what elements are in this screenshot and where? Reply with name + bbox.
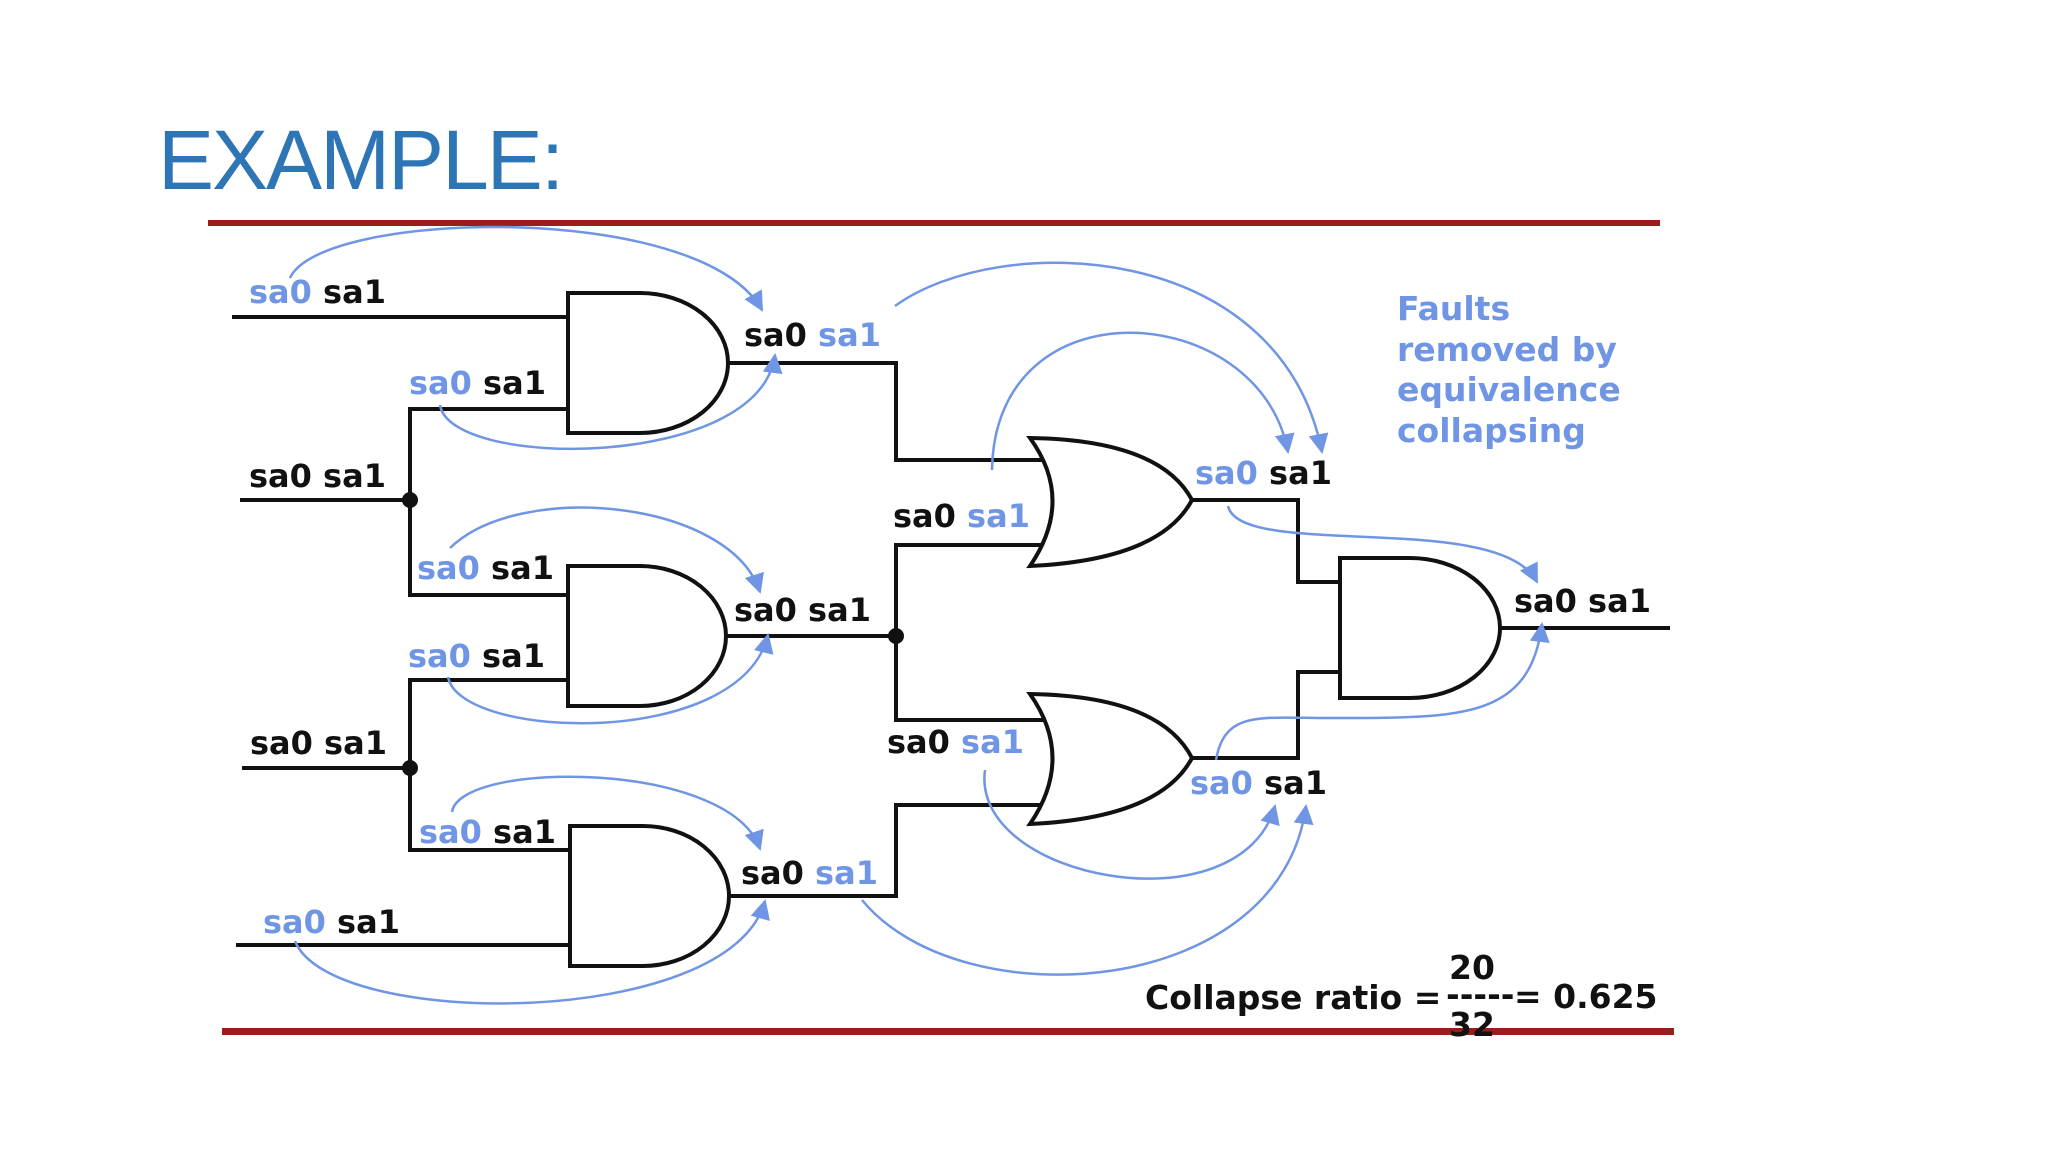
fault-label-branch3: sa0 sa1 [408,637,545,675]
note-line-3: equivalence [1397,370,1621,409]
and-gate-3 [568,824,731,968]
slide-title: EXAMPLE: [158,113,564,207]
fault-label-or1-in2: sa0 sa1 [893,497,1030,535]
top-rule [208,220,1660,226]
fault-label-in2: sa0 sa1 [249,457,386,495]
fault-label-in4: sa0 sa1 [263,903,400,941]
fault-label-and2-out: sa0 sa1 [734,591,871,629]
fault-label-in3: sa0 sa1 [250,724,387,762]
collapse-ratio-label: Collapse ratio = [1145,978,1441,1017]
fault-label-or1-out: sa0 sa1 [1195,454,1332,492]
fault-label-branch1: sa0 sa1 [409,364,546,402]
collapse-ratio-divider: ----- [1446,975,1514,1014]
fault-label-in1: sa0 sa1 [249,273,386,311]
and-gate-1 [566,291,730,435]
fault-label-or2-in1: sa0 sa1 [887,723,1024,761]
collapse-ratio-numerator: 20 [1449,948,1495,987]
fault-label-branch4: sa0 sa1 [419,813,556,851]
collapse-ratio: Collapse ratio = 20 ----- 32 = 0.625 [1145,948,1658,1044]
circuit-wires [232,315,1670,947]
fault-labels: sa0 sa1 sa0 sa1 sa0 sa1 sa0 sa1 sa0 sa1 … [249,273,1651,941]
collapse-ratio-denominator: 32 [1449,1005,1495,1044]
equivalence-arcs [288,225,1550,1005]
and-gate-out [1338,556,1502,700]
fault-label-final-out: sa0 sa1 [1514,582,1651,620]
or-gate-1 [1026,435,1195,569]
fault-label-and3-out: sa0 sa1 [741,854,878,892]
fault-label-or2-out: sa0 sa1 [1190,764,1327,802]
and-gate-2 [566,564,728,708]
note-line-2: removed by [1397,330,1617,369]
fault-label-branch2: sa0 sa1 [417,549,554,587]
note-line-1: Faults [1397,289,1510,328]
legend-note: Faults removed by equivalence collapsing [1397,289,1621,450]
or-gate-2 [1026,691,1195,827]
fault-label-and1-out: sa0 sa1 [744,316,881,354]
collapse-ratio-result: = 0.625 [1514,977,1658,1016]
bottom-rule [222,1028,1674,1035]
note-line-4: collapsing [1397,411,1586,450]
